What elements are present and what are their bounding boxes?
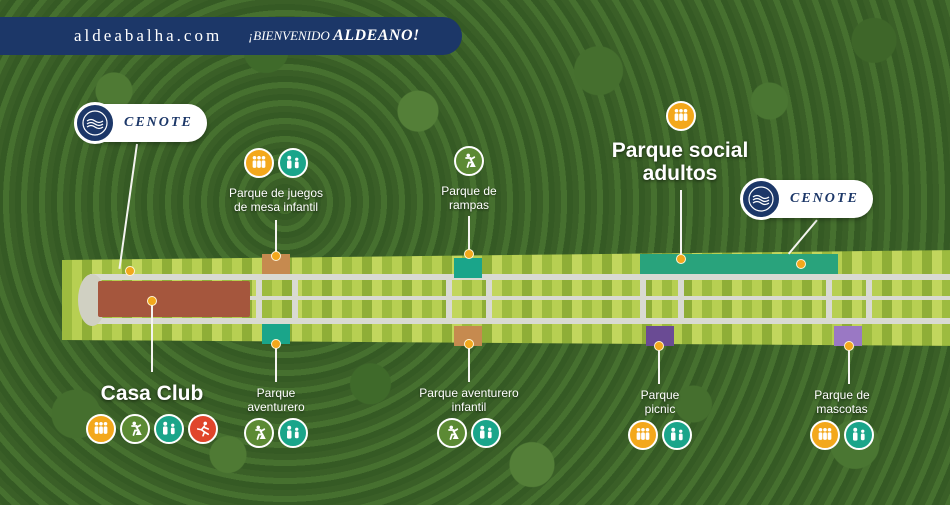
casa-club-area[interactable] — [98, 281, 250, 317]
marker-social[interactable] — [676, 254, 686, 264]
cenote-badge-1[interactable]: CENOTE — [74, 102, 207, 144]
label-line: Parque aventurero — [419, 386, 519, 400]
welcome-prefix: ¡BIENVENIDO — [248, 28, 330, 43]
marker-casa-club[interactable] — [147, 296, 157, 306]
marker-picnic[interactable] — [654, 341, 664, 351]
icons-social — [666, 101, 696, 131]
cenote-logo-icon — [74, 102, 116, 144]
cenote-badge-2[interactable]: CENOTE — [740, 178, 873, 220]
label-line: de mesa infantil — [233, 200, 319, 214]
road-cross-7 — [826, 274, 832, 324]
climbing-icon — [454, 146, 484, 176]
running-icon — [188, 414, 218, 444]
label-line: aventurero — [247, 400, 305, 414]
family-icon — [86, 414, 116, 444]
welcome-text: ¡BIENVENIDO ALDEANO! — [248, 27, 420, 45]
icons-juegos-mesa — [244, 148, 308, 178]
welcome-name: ALDEANO! — [333, 27, 420, 44]
site-url-link[interactable]: aldeabalha.com — [74, 26, 223, 45]
label-line: Parque de juegos — [228, 186, 324, 200]
road-cross-6 — [678, 274, 684, 324]
leader-aventurero-infantil — [468, 344, 470, 382]
marker-cenote-1[interactable] — [125, 266, 135, 276]
road-cross-8 — [866, 274, 872, 324]
leader-social — [680, 190, 682, 256]
label-line: Parque de — [814, 388, 870, 402]
climbing-icon — [437, 418, 467, 448]
icons-mascotas — [810, 420, 874, 450]
kids-icon — [662, 420, 692, 450]
road-top — [90, 274, 950, 280]
family-icon — [628, 420, 658, 450]
family-icon — [666, 101, 696, 131]
climbing-icon — [244, 418, 274, 448]
icons-aventurero — [244, 418, 308, 448]
leader-aventurero — [275, 344, 277, 382]
marker-juegos-mesa[interactable] — [271, 251, 281, 261]
road-cross-5 — [640, 274, 646, 324]
area-rampas[interactable] — [454, 258, 482, 278]
social-park-area[interactable] — [640, 254, 838, 274]
marker-cenote-2[interactable] — [796, 259, 806, 269]
kids-icon — [278, 148, 308, 178]
label-line: Parque — [640, 388, 680, 402]
leader-casa-club — [151, 302, 153, 372]
leader-picnic — [658, 344, 660, 384]
kids-icon — [154, 414, 184, 444]
label-line: picnic — [644, 402, 676, 416]
road-bottom — [90, 318, 950, 324]
marker-aventurero-infantil[interactable] — [464, 339, 474, 349]
leader-juegos-mesa — [275, 220, 277, 256]
marker-aventurero[interactable] — [271, 339, 281, 349]
road-cross-1 — [256, 274, 262, 324]
climbing-icon — [120, 414, 150, 444]
road-cross-3 — [446, 274, 452, 324]
label-line: infantil — [451, 400, 487, 414]
area-aventurero[interactable] — [262, 324, 290, 344]
kids-icon — [844, 420, 874, 450]
road-cross-4 — [486, 274, 492, 324]
kids-icon — [471, 418, 501, 448]
marker-rampas[interactable] — [464, 249, 474, 259]
area-aventurero-infantil[interactable] — [454, 326, 482, 346]
cenote-logo-icon — [740, 178, 782, 220]
kids-icon — [278, 418, 308, 448]
label-line: adultos — [642, 162, 718, 185]
road-mid — [250, 296, 950, 300]
leader-mascotas — [848, 348, 850, 384]
label-casa-club: Casa Club — [100, 382, 204, 405]
area-mascotas[interactable] — [834, 326, 862, 346]
road-cross-2 — [292, 274, 298, 324]
marker-mascotas[interactable] — [844, 341, 854, 351]
icons-rampas — [454, 146, 484, 176]
header-banner: aldeabalha.com ¡BIENVENIDO ALDEANO! — [0, 17, 462, 55]
icons-casa-club — [86, 414, 218, 444]
icons-aventurero-infantil — [437, 418, 501, 448]
area-juegos-mesa[interactable] — [262, 254, 290, 274]
family-icon — [244, 148, 274, 178]
family-icon — [810, 420, 840, 450]
label-line: Parque — [256, 386, 296, 400]
cenote-label: CENOTE — [790, 191, 859, 206]
label-line: rampas — [448, 198, 490, 212]
area-picnic[interactable] — [646, 326, 674, 346]
leader-rampas — [468, 216, 470, 254]
label-line: Parque social — [611, 139, 749, 162]
label-line: mascotas — [816, 402, 868, 416]
cenote-label: CENOTE — [124, 115, 193, 130]
icons-picnic — [628, 420, 692, 450]
label-line: Parque de — [441, 184, 497, 198]
